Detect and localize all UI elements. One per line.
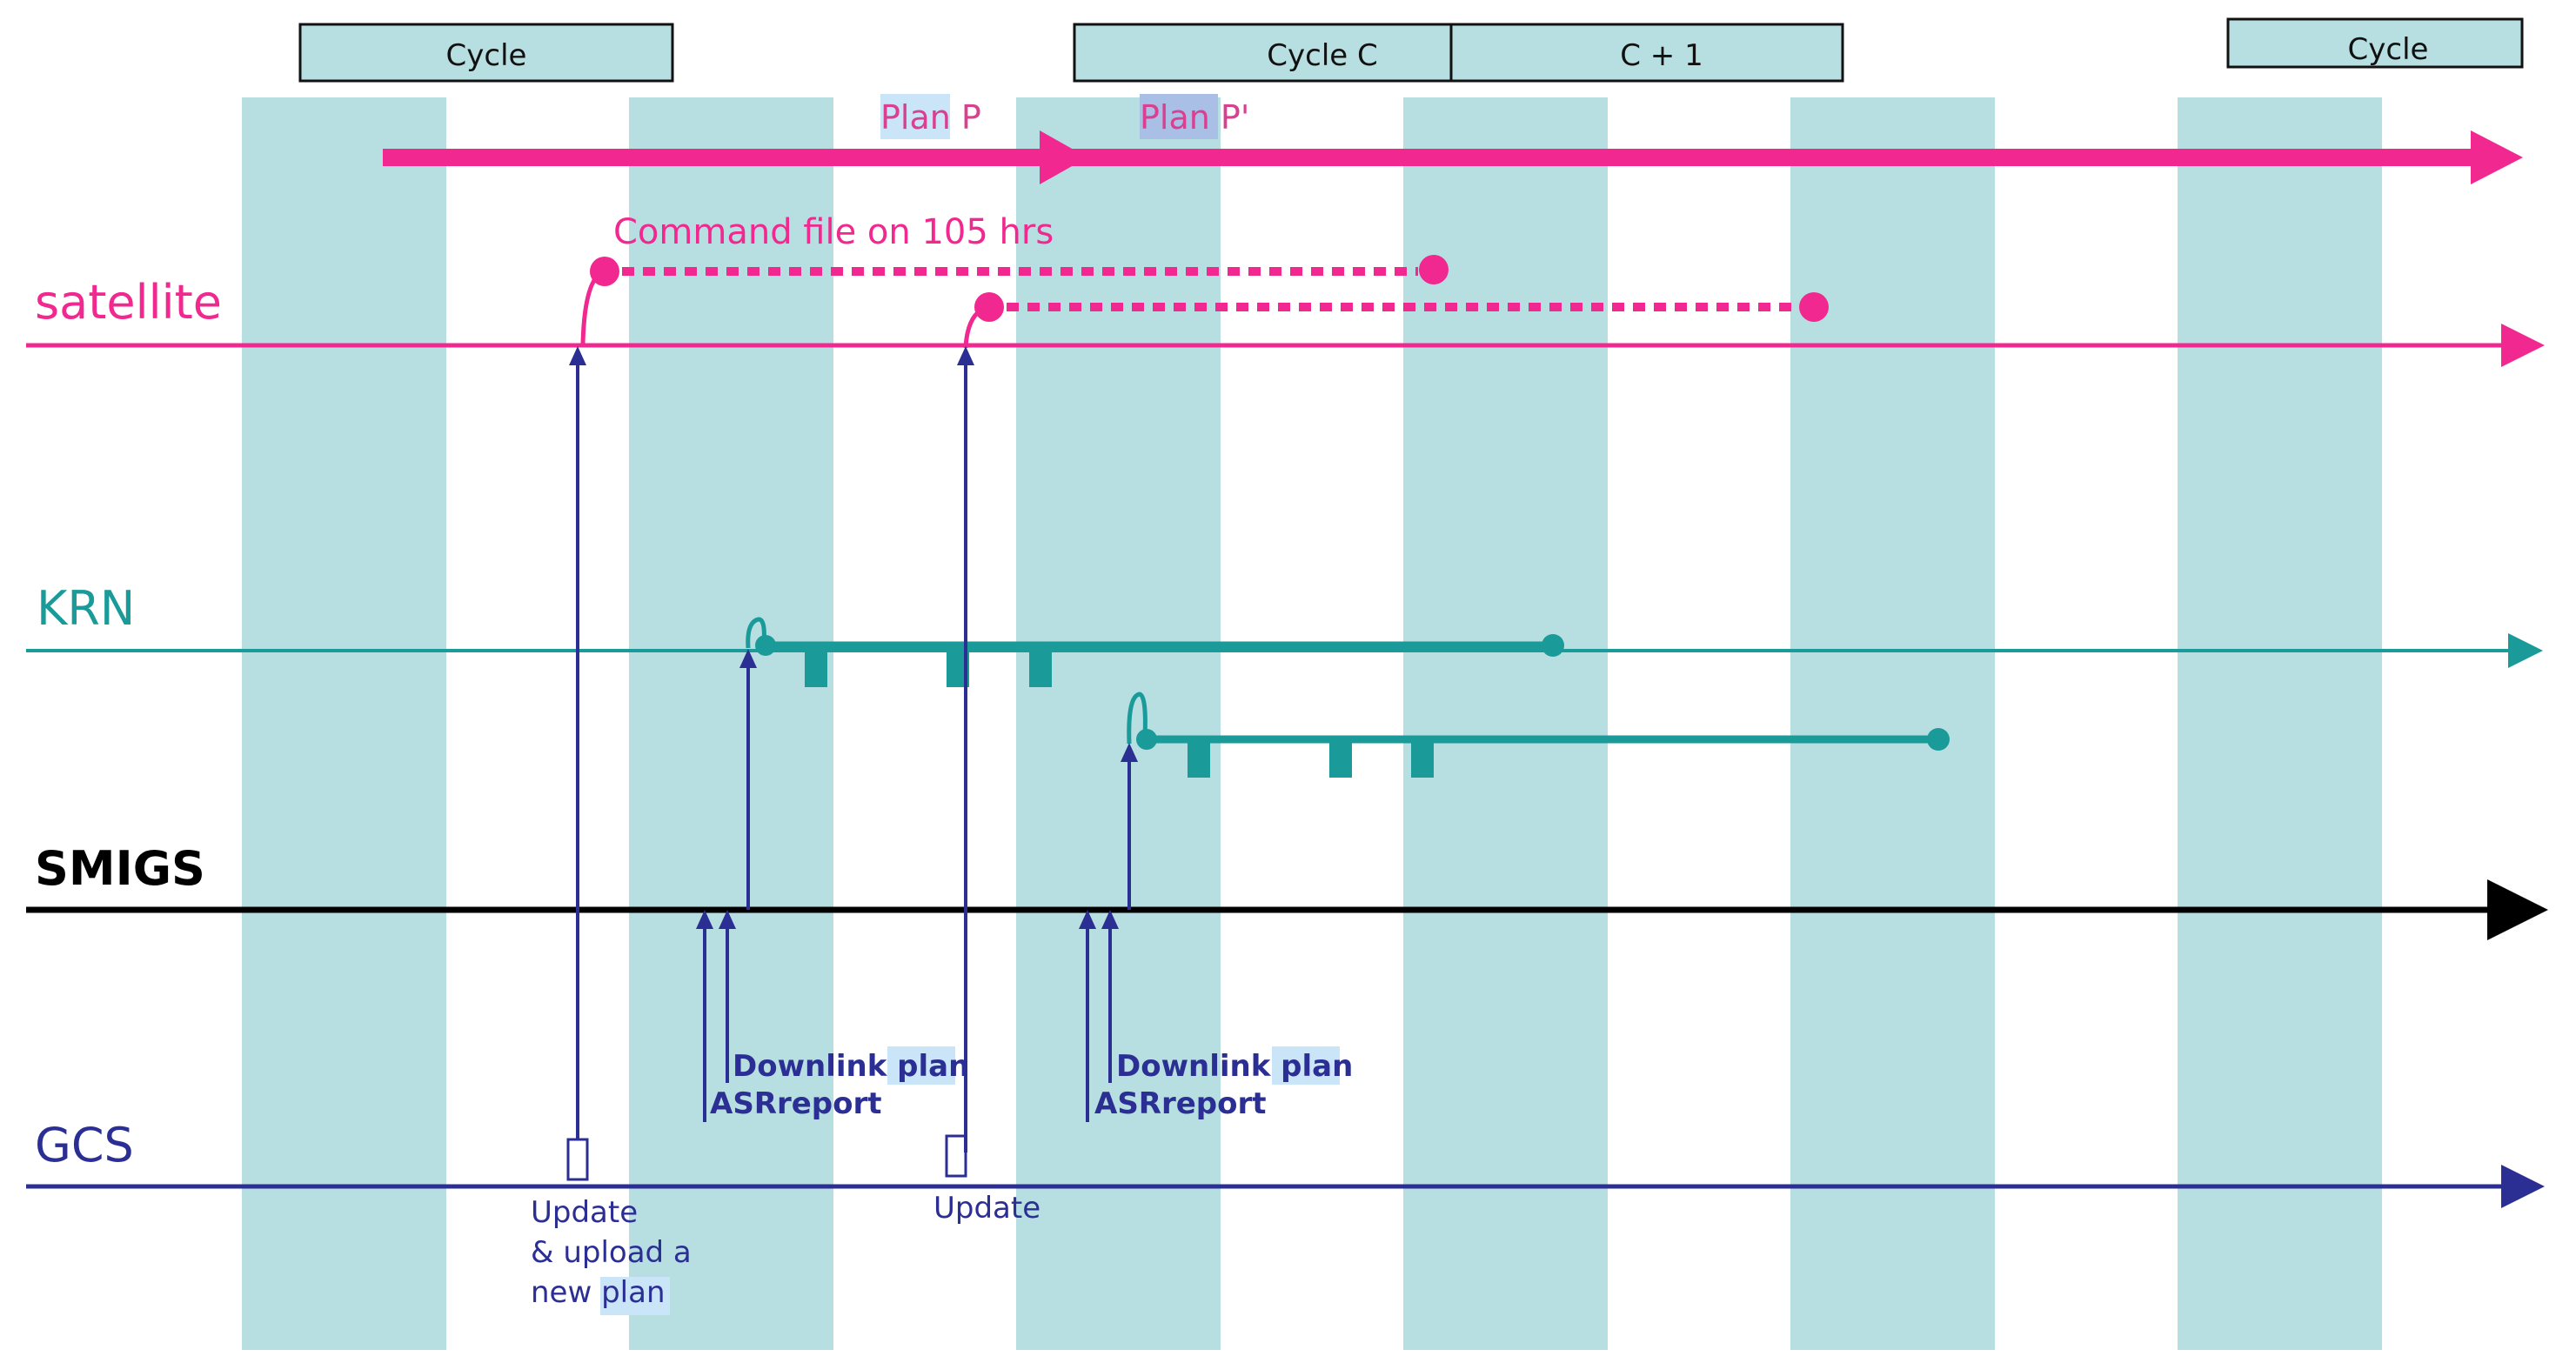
command-span-1 [580,255,1449,344]
cycle-box-c [1073,23,1453,83]
cycle-label-left: Cycle [446,38,527,73]
plan-p-highlight [880,94,950,139]
cycle-box-right [2226,17,2524,69]
band-3 [1016,97,1221,1350]
upload-arrow-2 [945,346,974,1178]
update-label-2: Update [933,1191,1040,1226]
cycle-label-c-plus-1: C + 1 [1620,38,1703,73]
plan-p-prime-label: Plan P' [1140,98,1249,137]
downlink-2-text: Downlink [1116,1049,1281,1084]
annotation-downlink-1: Downlink plan ASRreport [710,1046,969,1121]
annotation-downlink-2: Downlink plan ASRreport [1094,1046,1353,1121]
downlink-2-plan: plan [1281,1049,1353,1084]
annotation-update-upload: Update & upload a new plan [531,1195,692,1315]
plan-p-prime-highlight [1140,94,1218,139]
lane-label-krn: KRN [37,581,135,636]
band-1 [242,97,446,1350]
update-upload-line-3: new [531,1275,601,1310]
upload-arrow-1 [566,346,589,1181]
downlink-1-plan: plan [897,1049,969,1084]
lane-label-gcs: GCS [35,1118,134,1173]
asr-report-2: ASRreport [1094,1086,1267,1121]
cycle-headers: Cycle Cycle C C + 1 Cycle [298,17,2524,83]
krn-pass-2 [1127,692,1950,778]
update-upload-line-2: & upload a [531,1235,692,1270]
band-5 [1790,97,1995,1350]
asr-report-1: ASRreport [710,1086,882,1121]
update-upload-plan: plan [601,1275,665,1310]
cycle-label-right: Cycle [2348,32,2429,67]
report-arrows-1 [696,649,757,1122]
plan-p-label: Plan P [880,98,981,137]
svg-text:Downlink plan: Downlink plan [1116,1049,1353,1084]
band-4 [1403,97,1608,1350]
update-upload-line-1: Update [531,1195,638,1230]
plan-arrow [383,130,2523,184]
report-arrows-2 [1079,743,1138,1122]
cycle-bands [242,97,2382,1350]
band-6 [2178,97,2382,1350]
lane-label-satellite: satellite [35,275,222,330]
cycle-box-c-plus-1 [1449,23,1844,83]
cycle-box-left [298,23,674,83]
svg-text:new plan: new plan [531,1275,666,1310]
svg-text:Downlink plan: Downlink plan [733,1049,969,1084]
lane-label-smigs: SMIGS [35,841,205,896]
cycle-label-c: Cycle C [1267,38,1377,73]
command-span-2 [963,292,1829,349]
command-file-label: Command file on 105 hrs [613,212,1054,252]
band-2 [629,97,833,1350]
downlink-1-text: Downlink [733,1049,897,1084]
